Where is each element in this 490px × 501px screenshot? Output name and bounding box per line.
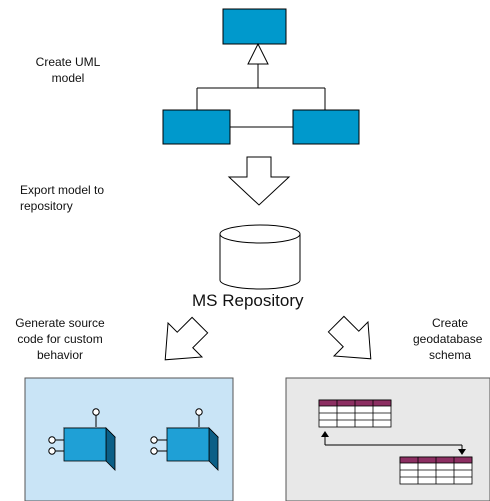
schema-table-2	[399, 456, 473, 485]
ms-repository-cylinder	[219, 224, 301, 290]
generate-code-arrow	[164, 316, 209, 361]
create-uml-label: Create UML model	[35, 55, 101, 85]
component-icon-1	[48, 408, 116, 471]
create-schema-label: Create geodatabase schema	[413, 316, 483, 362]
component-icon-2	[150, 408, 219, 471]
ms-repository-label: MS Repository	[192, 291, 304, 310]
uml-child-class-left	[162, 109, 231, 145]
generate-code-label: Generate source code for custom behavior	[15, 316, 105, 362]
uml-inheritance-arrowhead	[247, 42, 269, 65]
uml-child-class-right	[292, 109, 360, 145]
export-down-arrow	[227, 156, 291, 206]
uml-parent-class	[222, 8, 287, 45]
table-relationship-connector	[321, 431, 466, 455]
export-model-label: Export model to repository	[20, 183, 105, 213]
schema-table-1	[318, 399, 392, 428]
uml-model	[162, 8, 360, 145]
create-schema-arrow	[327, 315, 372, 360]
